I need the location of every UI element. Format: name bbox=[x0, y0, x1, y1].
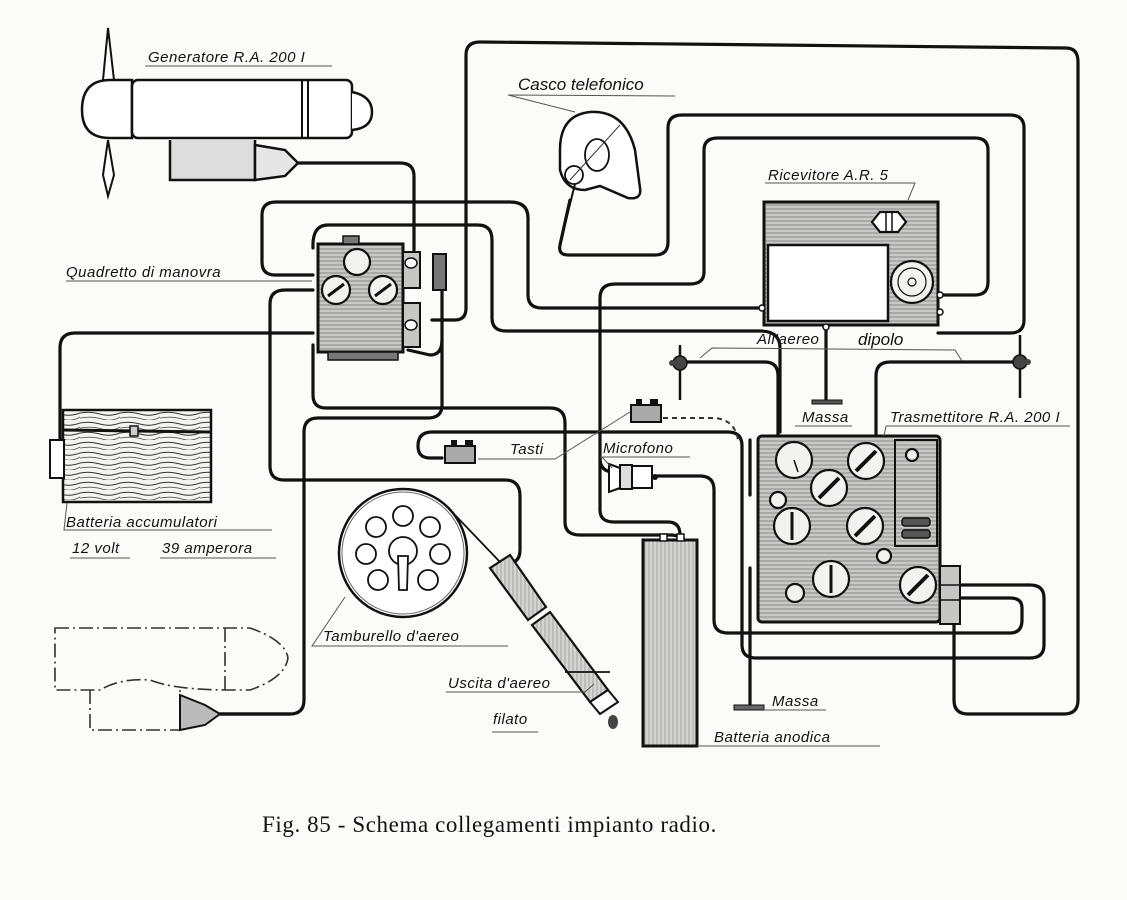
label-batteria-acc: Batteria accumulatori bbox=[66, 514, 218, 531]
wire-battery bbox=[58, 331, 315, 442]
label-microfono: Microfono bbox=[603, 440, 673, 457]
label-quadretto: Quadretto di manovra bbox=[66, 264, 221, 281]
label-generatore: Generatore R.A. 200 I bbox=[148, 49, 305, 66]
label-massa-bottom: Massa bbox=[772, 693, 819, 710]
label-amperora: 39 amperora bbox=[162, 540, 253, 557]
telegraph-key-icon bbox=[444, 399, 662, 464]
wire-key-dashed bbox=[663, 417, 739, 441]
wire-quadretto-top1 bbox=[260, 200, 764, 310]
label-dipolo: dipolo bbox=[858, 330, 903, 349]
control-panel-icon bbox=[316, 235, 447, 361]
wire-quadretto-bottom bbox=[311, 343, 685, 547]
label-batteria-anodica: Batteria anodica bbox=[714, 729, 830, 746]
leader-batteria-acc bbox=[63, 502, 272, 531]
leader-casco bbox=[507, 94, 676, 113]
wire-receiver-anode bbox=[598, 456, 682, 537]
wire-tasti bbox=[416, 430, 1046, 660]
leader-ricevitore bbox=[765, 182, 916, 201]
wire-quadretto-top2 bbox=[311, 223, 782, 434]
antenna-reel-icon bbox=[337, 487, 501, 619]
label-volt: 12 volt bbox=[72, 540, 120, 557]
label-uscita: Uscita d'aereo bbox=[448, 675, 550, 692]
label-all-aereo: All'aereo bbox=[756, 331, 819, 348]
wire-dipole-right bbox=[874, 360, 1022, 437]
wire-dipole-left bbox=[682, 360, 780, 437]
wire-receiver-right bbox=[598, 136, 990, 474]
headset-helmet-icon bbox=[558, 110, 642, 221]
wire-outer-loop bbox=[430, 40, 1080, 716]
wire-microphone bbox=[653, 474, 1024, 635]
wire-generator bbox=[296, 161, 416, 252]
wire-quadretto-down bbox=[268, 288, 522, 566]
label-filato: filato bbox=[493, 711, 528, 728]
leader-tamburello bbox=[311, 596, 508, 647]
label-tamburello: Tamburello d'aereo bbox=[323, 628, 459, 645]
leader-trasmettitore bbox=[883, 425, 1070, 437]
wire-key-down bbox=[218, 338, 444, 716]
dipole-insulator-icon bbox=[669, 335, 1031, 400]
label-tasti: Tasti bbox=[510, 441, 544, 458]
leader-microfono bbox=[600, 456, 690, 469]
wires bbox=[58, 40, 1080, 716]
receiver-icon bbox=[758, 200, 944, 331]
label-trasmettitore: Trasmettitore R.A. 200 I bbox=[890, 409, 1060, 426]
wind-generator-outline-icon bbox=[54, 627, 289, 732]
wire-headset bbox=[558, 113, 1026, 335]
label-casco: Casco telefonico bbox=[518, 75, 644, 94]
leader-tasti bbox=[478, 411, 631, 460]
label-ricevitore: Ricevitore A.R. 5 bbox=[768, 167, 889, 184]
ground-icon bbox=[733, 704, 765, 711]
wind-generator-icon bbox=[80, 27, 374, 200]
figure-caption: Fig. 85 - Schema collegamenti impianto r… bbox=[262, 812, 717, 837]
antenna-fairlead-icon bbox=[488, 553, 620, 729]
transmitter-icon bbox=[756, 434, 961, 625]
label-massa-top: Massa bbox=[802, 409, 849, 426]
ground-icon bbox=[811, 399, 843, 405]
battery-icon bbox=[49, 408, 213, 504]
anode-battery-icon bbox=[641, 533, 699, 748]
microphone-icon bbox=[608, 462, 658, 494]
leader-dipolo bbox=[699, 347, 963, 362]
leader-uscita bbox=[446, 683, 595, 693]
